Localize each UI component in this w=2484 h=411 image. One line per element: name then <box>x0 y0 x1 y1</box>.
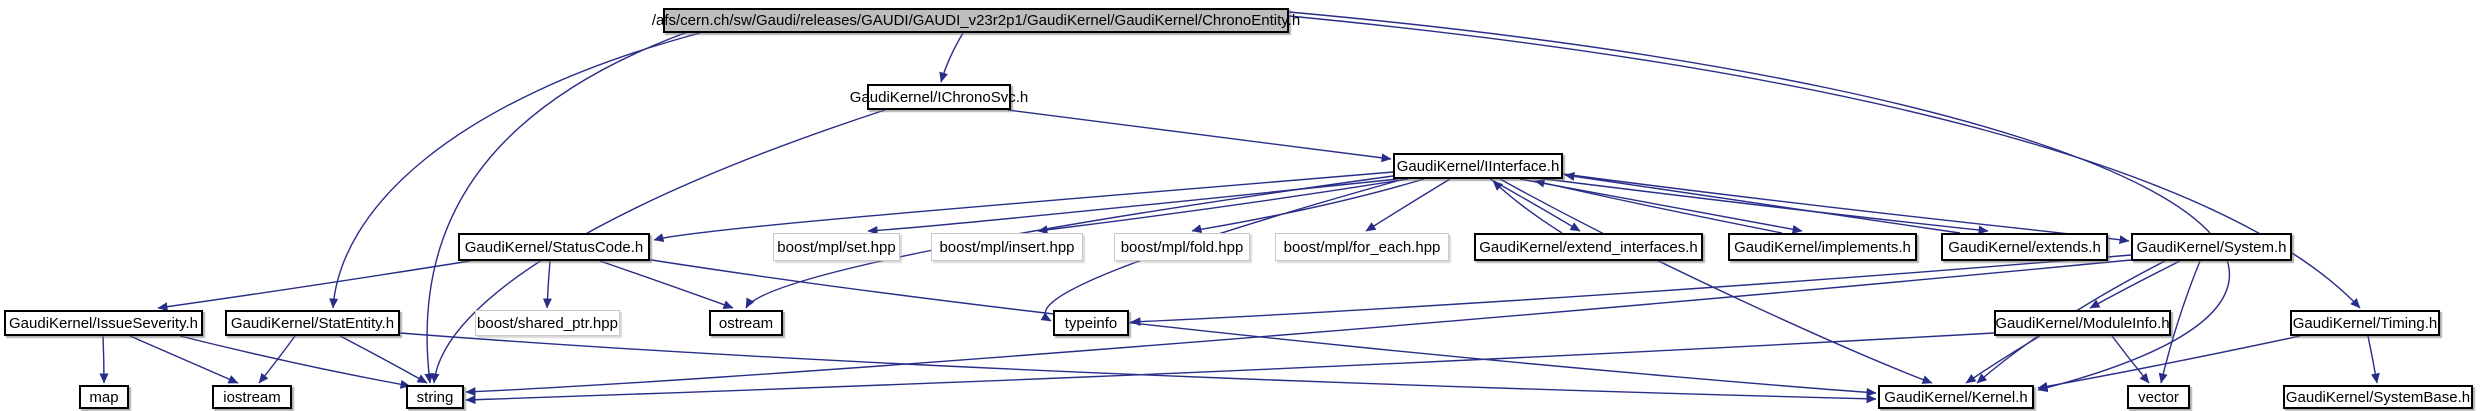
edge-statuscode-to-kernel <box>644 258 1877 397</box>
edge-iinterface-to-insert <box>1037 178 1409 235</box>
edge-ichronosvc-to-iinterface <box>1007 109 1392 163</box>
edge-system-to-typeinfo <box>1130 254 2132 327</box>
node-boost-mpl-set-hpp: boost/mpl/set.hpp <box>773 233 900 261</box>
edge-implements-to-iinterface <box>1534 178 1783 234</box>
node-gaudikernel-statentity-h[interactable]: GaudiKernel/StatEntity.h <box>225 310 400 336</box>
node-label: ostream <box>718 314 774 332</box>
edge-timing-to-kernel <box>2037 335 2301 391</box>
node-string[interactable]: string <box>406 385 464 409</box>
edge-moduleinfo-to-vector <box>2111 335 2150 384</box>
node-vector[interactable]: vector <box>2127 385 2190 409</box>
node-label: boost/mpl/for_each.hpp <box>1283 238 1441 256</box>
edge-issue-to-map <box>99 335 109 384</box>
edge-statuscode-to-sharedptr <box>542 260 552 309</box>
node-typeinfo[interactable]: typeinfo <box>1053 310 1129 336</box>
node-label: GaudiKernel/ModuleInfo.h <box>1995 314 2170 332</box>
node-label: GaudiKernel/implements.h <box>1734 238 1911 256</box>
node-label: GaudiKernel/extends.h <box>1948 238 2101 256</box>
node-label: GaudiKernel/IInterface.h <box>1396 157 1560 175</box>
edge-system-to-string <box>465 259 2132 397</box>
edge-root-to-string <box>424 32 686 384</box>
edge-extends-to-iinterface <box>1564 171 1961 234</box>
node-gaudikernel-extends-h[interactable]: GaudiKernel/extends.h <box>1941 233 2108 261</box>
edge-moduleinfo-to-kernel <box>1965 335 2041 384</box>
node-label: boost/mpl/fold.hpp <box>1120 238 1244 256</box>
node-label: string <box>416 388 454 406</box>
edge-issue-to-string <box>179 335 411 389</box>
edge-statent-to-string <box>339 335 428 384</box>
node-label: GaudiKernel/Timing.h <box>2292 314 2438 332</box>
node-gaudikernel-system-h[interactable]: GaudiKernel/System.h <box>2131 233 2292 261</box>
edge-issue-to-iostream <box>129 335 239 384</box>
node-label: GaudiKernel/StatusCode.h <box>464 238 644 256</box>
node-map[interactable]: map <box>79 385 129 409</box>
edge-statent-to-kernel <box>399 332 1877 404</box>
edge-iinterface-to-foreach <box>1365 178 1451 232</box>
node-label: boost/mpl/insert.hpp <box>939 238 1075 256</box>
node-boost-shared-ptr-hpp: boost/shared_ptr.hpp <box>475 310 620 336</box>
edge-extendint-to-iinterface <box>1492 180 1563 234</box>
node-label: GaudiKernel/SystemBase.h <box>2285 388 2471 406</box>
node-label: /afs/cern.ch/sw/Gaudi/releases/GAUDI/GAU… <box>651 12 1301 29</box>
node-gaudikernel-ichronosvc-h[interactable]: GaudiKernel/IChronoSvc.h <box>850 84 1028 110</box>
node-label: GaudiKernel/StatEntity.h <box>230 314 395 332</box>
node-gaudikernel-statuscode-h[interactable]: GaudiKernel/StatusCode.h <box>458 233 650 261</box>
edge-system-to-moduleinfo <box>2089 260 2181 309</box>
edge-iinterface-to-ostream <box>745 175 1394 309</box>
edge-statent-to-iostream <box>258 335 296 384</box>
node-ostream[interactable]: ostream <box>709 310 783 336</box>
edge-iinterface-to-typeinfo <box>1040 178 1405 322</box>
edge-iinterface-to-fold <box>1191 178 1425 234</box>
edge-iinterface-to-statuscode <box>653 171 1394 242</box>
edge-iinterface-to-kernel <box>1499 178 1933 384</box>
node-label: boost/shared_ptr.hpp <box>477 314 618 332</box>
node-gaudikernel-implements-h[interactable]: GaudiKernel/implements.h <box>1728 233 1917 261</box>
node-iostream[interactable]: iostream <box>212 385 292 409</box>
edge-root-to-kernel <box>1288 11 2230 393</box>
edge-root-to-ichronosvc <box>939 32 964 83</box>
node-gaudikernel-moduleinfo-h[interactable]: GaudiKernel/ModuleInfo.h <box>1994 310 2171 336</box>
edge-statuscode-to-ostream <box>599 260 734 309</box>
node-label: typeinfo <box>1064 314 1118 332</box>
node-label: GaudiKernel/extend_interfaces.h <box>1479 238 1698 256</box>
node-gaudikernel-extend-interfaces-h[interactable]: GaudiKernel/extend_interfaces.h <box>1474 233 1703 261</box>
node-gaudikernel-timing-h[interactable]: GaudiKernel/Timing.h <box>2290 310 2440 336</box>
edge-iinterface-to-system <box>1562 173 2130 245</box>
node-gaudikernel-kernel-h[interactable]: GaudiKernel/Kernel.h <box>1878 385 2034 409</box>
edge-iinterface-to-extends <box>1544 178 1989 235</box>
node-label: vector <box>2138 388 2179 406</box>
node-label: map <box>89 388 119 406</box>
edge-root-to-statent <box>329 32 701 309</box>
edge-moduleinfo-to-string <box>465 332 1995 405</box>
node-afs-cern-ch-sw-gaudi-releases-gaudi-gaudi-v23r2p1-gaudikernel-gaudikernel-chronoentity-h: /afs/cern.ch/sw/Gaudi/releases/GAUDI/GAU… <box>652 8 1300 33</box>
node-boost-mpl-fold-hpp: boost/mpl/fold.hpp <box>1114 233 1250 261</box>
node-label: GaudiKernel/Kernel.h <box>1884 388 2028 406</box>
edge-statuscode-to-issue <box>157 260 471 312</box>
edge-timing-to-systembase <box>2367 335 2380 384</box>
node-label: GaudiKernel/System.h <box>2136 238 2287 256</box>
node-label: GaudiKernel/IssueSeverity.h <box>9 314 198 332</box>
edge-iinterface-to-extendint <box>1489 178 1581 232</box>
node-boost-mpl-for-each-hpp: boost/mpl/for_each.hpp <box>1275 233 1449 261</box>
node-label: GaudiKernel/IChronoSvc.h <box>849 88 1029 106</box>
node-label: iostream <box>223 388 281 406</box>
edge-system-to-vector <box>2158 260 2201 384</box>
node-boost-mpl-insert-hpp: boost/mpl/insert.hpp <box>931 233 1083 261</box>
node-gaudikernel-issueseverity-h[interactable]: GaudiKernel/IssueSeverity.h <box>4 310 203 336</box>
node-label: boost/mpl/set.hpp <box>777 238 896 256</box>
node-gaudikernel-systembase-h[interactable]: GaudiKernel/SystemBase.h <box>2283 385 2473 409</box>
node-gaudikernel-iinterface-h[interactable]: GaudiKernel/IInterface.h <box>1393 153 1563 179</box>
